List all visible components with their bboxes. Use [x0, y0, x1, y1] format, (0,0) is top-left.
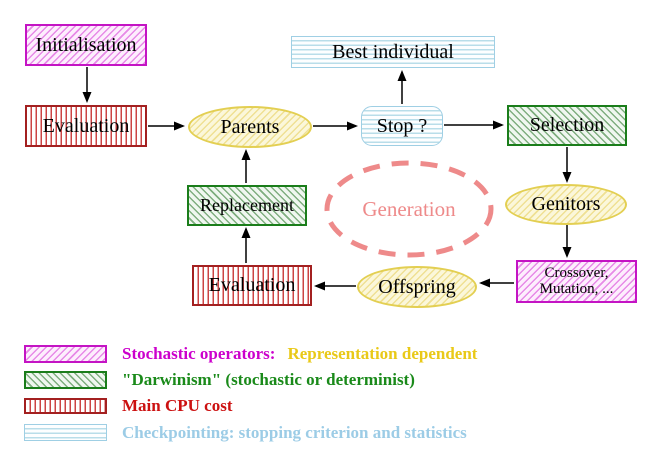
- legend-representation-label: Representation dependent: [287, 344, 478, 363]
- node-initialisation: Initialisation: [25, 24, 147, 66]
- node-evaluation-top: Evaluation: [25, 105, 147, 147]
- node-genitors: Genitors: [505, 184, 627, 225]
- legend-stochastic-label: Stochastic operators:: [122, 344, 276, 363]
- legend-swatch-stochastic: [24, 345, 107, 363]
- node-best-individual: Best individual: [291, 36, 495, 68]
- legend-checkpointing-label: Checkpointing: stopping criterion and st…: [122, 423, 467, 442]
- node-crossover-mutation: Crossover, Mutation, ...: [516, 260, 637, 303]
- legend-swatch-cpu: [24, 398, 107, 414]
- generation-label: Generation: [362, 196, 456, 221]
- node-stop: Stop ?: [361, 106, 443, 146]
- legend-cpu-label: Main CPU cost: [122, 396, 233, 415]
- node-replacement: Replacement: [187, 185, 307, 226]
- legend-darwinism-label: "Darwinism" (stochastic or determinist): [122, 370, 415, 389]
- node-evaluation-bottom: Evaluation: [192, 265, 312, 306]
- node-offspring: Offspring: [357, 266, 477, 308]
- node-selection: Selection: [507, 105, 627, 146]
- crossover-line2: Mutation, ...: [539, 280, 614, 297]
- legend-swatch-darwinism: [24, 371, 107, 389]
- legend-swatch-checkpointing: [24, 424, 107, 441]
- generation-loop-ellipse: [324, 160, 494, 258]
- legend-row-stochastic: Stochastic operators: Representation depe…: [122, 344, 477, 364]
- node-parents: Parents: [188, 106, 312, 148]
- crossover-line1: Crossover,: [544, 264, 609, 281]
